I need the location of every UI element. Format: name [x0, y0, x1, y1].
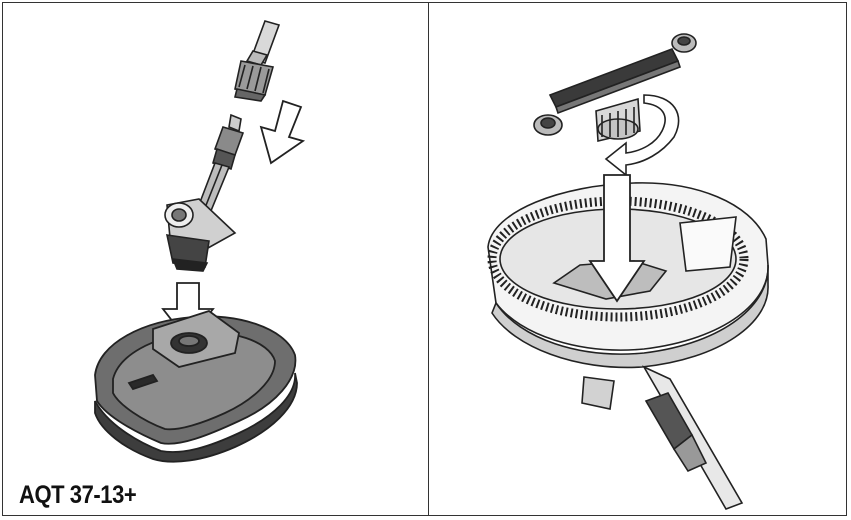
connector-illustration [164, 198, 237, 272]
left-illustration-panel: AQT 37-13+ [3, 3, 427, 515]
model-label: AQT 37-13+ [19, 481, 137, 509]
surface-cleaner-assembly-illustration [94, 20, 306, 463]
panel-divider [428, 2, 429, 516]
brush-bar-illustration [533, 33, 697, 142]
hose-end-illustration [234, 20, 281, 102]
surface-cleaner-illustration [94, 310, 298, 463]
right-illustration-panel [430, 3, 846, 515]
down-arrow-icon [259, 99, 306, 165]
down-arrow-icon [588, 174, 646, 303]
lance-illustration [581, 365, 744, 510]
rotate-arrow-icon [604, 94, 680, 177]
brush-bar-assembly-illustration [487, 33, 769, 510]
